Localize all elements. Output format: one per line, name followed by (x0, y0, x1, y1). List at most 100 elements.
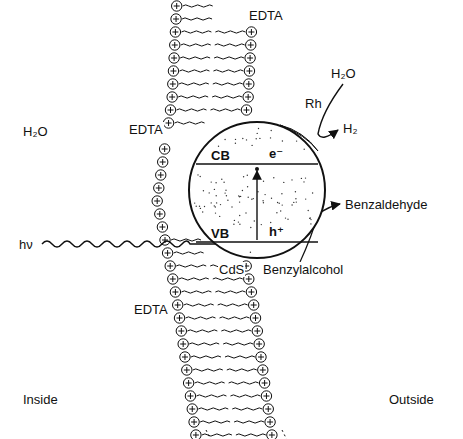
plus-charge (189, 406, 195, 412)
surfactant-head (170, 40, 180, 50)
surfactant-head (241, 105, 251, 115)
plus-charge (166, 120, 172, 126)
plus-charge (180, 341, 186, 347)
surfactant-tail (220, 317, 250, 319)
plus-charge (247, 55, 253, 61)
surfactant-head (171, 14, 181, 24)
surfactant-head (187, 404, 197, 414)
surfactant-head (170, 27, 180, 37)
surfactant-tail (234, 421, 264, 423)
surfactant-tail (223, 343, 253, 345)
plus-charge (258, 354, 264, 360)
plus-charge (248, 289, 254, 295)
surfactant-tail (215, 31, 245, 33)
speckle (224, 139, 225, 140)
speckle (199, 206, 200, 207)
surfactant-head (165, 261, 175, 271)
plus-charge (253, 315, 259, 321)
speckle (312, 192, 313, 193)
plus-charge (156, 185, 162, 191)
label: H₂O (22, 124, 49, 139)
speckle (242, 190, 243, 191)
surfactant-tail (176, 265, 206, 267)
plus-charge (248, 29, 254, 35)
speckle (233, 224, 234, 225)
surfactant-head (157, 222, 167, 232)
label: H₂ (342, 121, 358, 136)
carrier-label: e⁻ (269, 146, 283, 161)
carrier-label: h⁺ (269, 224, 284, 239)
plus-charge (177, 315, 183, 321)
surfactant-head (258, 365, 268, 375)
speckle (270, 222, 271, 223)
plus-charge (254, 328, 260, 334)
speckle (200, 208, 201, 209)
speckle (215, 206, 216, 207)
surfactant-tail (177, 109, 207, 111)
speckle (239, 201, 240, 202)
surfactant-tail (181, 291, 211, 293)
speckle (215, 212, 216, 213)
surfactant-head (159, 144, 169, 154)
speckle (264, 194, 265, 195)
speckle (259, 138, 260, 139)
surfactant-head (167, 92, 177, 102)
surfactant-head (246, 40, 256, 50)
speckle (263, 202, 264, 203)
surfactant-tail (215, 44, 245, 46)
plus-charge (170, 276, 176, 282)
label: Rh (304, 96, 323, 111)
speckle (225, 190, 226, 191)
speckle (209, 192, 210, 193)
surfactant-head (178, 339, 188, 349)
plus-charge (265, 406, 271, 412)
speckle (277, 202, 278, 203)
plus-charge (160, 159, 166, 165)
plus-charge (251, 302, 257, 308)
surfactant-tail (212, 96, 242, 98)
plus-charge (246, 68, 252, 74)
speckle (304, 149, 305, 150)
surfactant-tail (182, 18, 212, 20)
plus-charge (187, 393, 193, 399)
speckle (283, 182, 284, 183)
surfactant-head (261, 391, 271, 401)
surfactant-head (252, 326, 262, 336)
plus-charge (168, 107, 174, 113)
plus-charge (191, 419, 197, 425)
surfactant-head (172, 1, 182, 11)
surfactant-tail (221, 330, 251, 332)
speckle (214, 205, 215, 206)
speckle (281, 193, 282, 194)
speckle (310, 219, 311, 220)
surfactant-head (244, 66, 254, 76)
plus-charge (157, 211, 163, 217)
surfactant-tail (211, 109, 241, 111)
speckle (197, 174, 198, 175)
speckle (309, 218, 310, 219)
speckle (271, 130, 272, 131)
surfactant-head (168, 79, 178, 89)
plus-charge (172, 289, 178, 295)
speckle (238, 221, 239, 222)
speckle (287, 219, 288, 220)
speckle (238, 195, 239, 196)
plus-charge (269, 432, 275, 438)
surfactant-head (189, 417, 199, 427)
speckle (221, 179, 222, 180)
speckle (251, 199, 252, 200)
surfactant-head (254, 339, 264, 349)
speckle (247, 175, 248, 176)
speckle (270, 137, 271, 138)
speckle (242, 138, 243, 139)
surfactant-head (162, 248, 172, 258)
label: Outside (388, 392, 435, 407)
plus-charge (184, 367, 190, 373)
surfactant-tail (178, 96, 208, 98)
speckle (291, 179, 292, 180)
surfactant-head (267, 430, 277, 439)
speckle (262, 200, 263, 201)
plus-charge (173, 16, 179, 22)
speckle (234, 220, 235, 221)
speckle (301, 178, 302, 179)
